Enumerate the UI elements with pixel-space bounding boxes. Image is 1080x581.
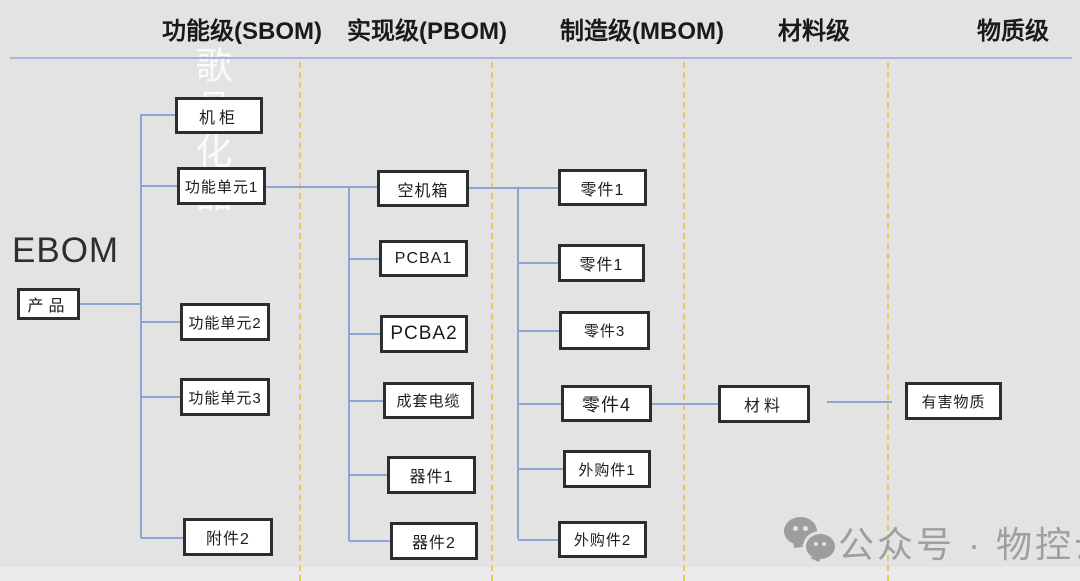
wechat-bubble-small (806, 534, 835, 559)
lane-header-manufacturing-mbom: 制造级(MBOM) (560, 18, 724, 45)
node-part-4: 零件4 (561, 385, 652, 422)
lane-divider-1 (299, 62, 301, 581)
lane-header-substance-level: 物质级 (977, 18, 1049, 45)
wechat-bubble-eye (793, 526, 798, 531)
node-device-1: 器件1 (387, 456, 476, 494)
node-part-1a: 零件1 (558, 169, 647, 206)
connector-to-pcba2 (349, 333, 380, 335)
connector-to-part-3 (518, 330, 559, 332)
connector-to-purchased-part-2 (518, 539, 558, 541)
node-hazardous-substance: 有害物质 (905, 382, 1002, 420)
node-empty-chassis: 空机箱 (377, 170, 469, 207)
connector-product-trunk (80, 303, 141, 305)
node-device-2: 器件2 (390, 522, 478, 560)
node-cabinet: 机柜 (175, 97, 263, 134)
lane-header-material-level: 材料级 (778, 18, 850, 45)
ebom-label: EBOM (12, 231, 120, 270)
node-purchased-part-1: 外购件1 (563, 450, 651, 488)
connector-trunk-pbom (348, 186, 350, 541)
node-cable-set: 成套电缆 (383, 382, 474, 419)
bottom-band (0, 567, 1080, 581)
connector-trunk-ebom (140, 114, 142, 538)
connector-to-pcba1 (349, 258, 379, 260)
lane-divider-2 (491, 62, 493, 581)
node-part-3: 零件3 (559, 311, 650, 350)
wechat-bubble-eye (814, 542, 818, 546)
node-purchased-part-2: 外购件2 (558, 521, 647, 558)
connector-trunk-mbom (517, 187, 519, 539)
connector-to-attachment-2 (141, 537, 183, 539)
connector-fu1-to-empty-chassis (266, 186, 377, 188)
lane-divider-3 (683, 62, 685, 581)
account-watermark-text: 公众号 · 物控云 (838, 524, 1080, 565)
node-pcba2: PCBA2 (380, 315, 468, 353)
connector-material-to-hazardous (827, 401, 892, 403)
connector-to-part-1b (518, 262, 558, 264)
lane-header-functional-sbom: 功能级(SBOM) (162, 18, 322, 45)
connector-to-device-1 (349, 474, 387, 476)
wechat-bubble-eye (803, 526, 808, 531)
connector-chassis-to-part-1a (469, 187, 558, 189)
node-part-1b: 零件1 (558, 244, 645, 282)
connector-to-purchased-part-1 (518, 468, 563, 470)
header-rule (10, 57, 1072, 59)
node-pcba1: PCBA1 (379, 240, 468, 277)
lane-header-implementation-pbom: 实现级(PBOM) (347, 18, 507, 45)
node-functional-unit-1: 功能单元1 (177, 167, 266, 205)
connector-to-cabinet (141, 114, 175, 116)
node-attachment-2: 附件2 (183, 518, 273, 556)
node-material: 材料 (718, 385, 810, 423)
lane-divider-4 (887, 62, 889, 581)
connector-to-device-2 (349, 540, 390, 542)
connector-to-cable-set (349, 400, 383, 402)
connector-to-functional-unit-2 (141, 321, 180, 323)
connector-to-functional-unit-3 (141, 396, 180, 398)
node-functional-unit-2: 功能单元2 (180, 303, 270, 341)
wechat-bubble-eye (822, 542, 826, 546)
connector-to-part-4 (518, 403, 561, 405)
connector-to-functional-unit-1 (141, 185, 177, 187)
node-functional-unit-3: 功能单元3 (180, 378, 270, 416)
connector-part4-to-material (652, 403, 718, 405)
node-product: 产品 (17, 288, 80, 320)
